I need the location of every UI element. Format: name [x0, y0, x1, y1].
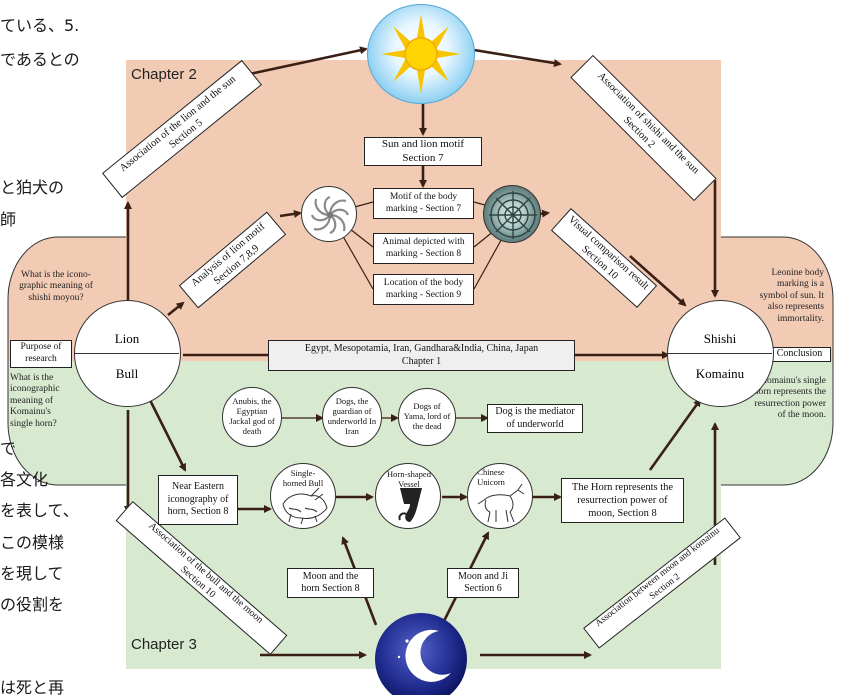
dogs-guardian-circle: Dogs, the guardian of underworld In Iran [322, 387, 382, 447]
near-eastern-line2: iconography of [167, 493, 229, 505]
moon-ji-box: Moon and Ji Section 6 [447, 568, 519, 598]
shishi-komainu-circle: Shishi Komainu [667, 300, 774, 407]
near-eastern-line1: Near Eastern [172, 481, 224, 493]
arrow-bull-near-eastern [148, 399, 187, 472]
horn-vessel-text: Horn-shaped Vessel [387, 469, 431, 489]
moon-horn-box: Moon and the horn Section 8 [287, 568, 374, 598]
horn-represents-line2: resurrection power of [577, 494, 668, 506]
center-bar: Egypt, Mesopotamia, Iran, Gandhara&India… [268, 340, 575, 371]
chinese-unicorn-circle: Chinese Unicorn [467, 463, 533, 529]
shishi-label: Shishi [703, 331, 737, 346]
swirl-motif-icon [310, 195, 350, 235]
sun-lion-motif-line2: Section 7 [402, 151, 444, 164]
arrow-visual-shishi [629, 255, 687, 307]
side-text-3: と狛犬の [0, 178, 65, 197]
motif-body-line1: Motif of the body [389, 191, 458, 202]
arrow-top-left [244, 46, 368, 77]
motif-body-line2: marking - Section 7 [385, 203, 462, 214]
bull-label: Bull [115, 366, 139, 381]
horn-represents-line3: moon, Section 8 [588, 508, 657, 520]
komainu-label: Komainu [695, 366, 745, 381]
lion-bull-circle: Lion Bull [74, 300, 181, 407]
anubis-circle: Anubis, the Egyptian Jackal god of death [222, 387, 282, 447]
rosette-motif-image [483, 185, 541, 243]
arrow-analysis-motif1 [279, 209, 302, 218]
swirl-motif-image [301, 186, 357, 242]
moon-horn-line2: horn Section 8 [301, 583, 360, 594]
anubis-text: Anubis, the Egyptian Jackal god of death [229, 396, 275, 436]
single-horned-bull-circle: Single-horned Bull [270, 463, 336, 529]
moon-icon [375, 613, 467, 700]
question-top: What is the icono-graphic meaning of shi… [19, 270, 93, 303]
location-body-box: Location of the body marking - Section 9 [373, 274, 474, 305]
location-body-line2: marking - Section 9 [385, 289, 462, 300]
moon-ji-line2: Section 6 [464, 583, 502, 594]
horn-vessel-icon [398, 488, 422, 522]
horn-represents-box: The Horn represents the resurrection pow… [561, 478, 684, 523]
conclusion-text: Conclusion [776, 348, 823, 360]
single-horned-bull-text: Single-horned Bull [282, 468, 324, 488]
right-oval-outline [721, 236, 834, 486]
chapter2-label: Chapter 2 [131, 66, 197, 83]
arrow-lion-analysis [167, 301, 185, 317]
purpose-label: Purpose of research [10, 340, 72, 368]
moon-horn-line1: Moon and the [302, 570, 359, 582]
center-bar-line2: Chapter 1 [401, 355, 442, 367]
side-text-4: 師 [0, 210, 17, 229]
near-eastern-box: Near Eastern iconography of horn, Sectio… [158, 475, 238, 525]
conclusion-label: Conclusion [768, 347, 831, 362]
bull-drawing-icon [282, 487, 328, 525]
left-oval-outline [7, 236, 126, 486]
moon-ji-line1: Moon and Ji [458, 570, 508, 582]
side-text-2: であるとの [0, 50, 80, 69]
side-text-11: は死と再 [0, 678, 65, 697]
side-text-5: で [0, 439, 17, 458]
answer-top: Leonine body marking is a symbol of sun.… [759, 268, 824, 324]
side-text-6: 各文化 [0, 470, 49, 489]
horn-vessel-circle: Horn-shaped Vessel [375, 463, 441, 529]
lion-label: Lion [114, 331, 140, 346]
arrow-top-right [467, 47, 562, 67]
side-text-10: の役割を [0, 595, 65, 614]
shishi-komainu-divider [668, 353, 772, 354]
dog-mediator-line1: Dog is the mediator [495, 406, 575, 417]
lion-bull-divider [75, 353, 179, 354]
animal-depicted-line1: Animal depicted with [382, 236, 465, 247]
side-text-9: を現して [0, 564, 64, 583]
sun-icon [381, 14, 461, 94]
motif-body-box: Motif of the body marking - Section 7 [373, 188, 474, 219]
animal-depicted-box: Animal depicted with marking - Section 8 [373, 233, 474, 264]
dog-mediator-box: Dog is the mediator of underworld [487, 404, 583, 433]
unicorn-drawing-icon [477, 483, 525, 523]
moon-image [369, 611, 473, 700]
answer-bottom: Komainu's single horn represents the res… [753, 376, 826, 421]
arrow-horn-komainu [648, 398, 702, 471]
sun-image [367, 4, 475, 104]
chapter3-label: Chapter 3 [131, 636, 197, 653]
dogs-guardian-text: Dogs, the guardian of underworld In Iran [327, 396, 377, 436]
location-body-line1: Location of the body [383, 277, 464, 288]
side-text-8: この模様 [0, 533, 65, 552]
question-bottom: What is the iconographic meaning of Koma… [10, 373, 60, 429]
chinese-unicorn-text: Chinese Unicorn [477, 467, 505, 487]
purpose-text: Purpose of research [20, 342, 62, 364]
rosette-motif-icon [489, 191, 537, 239]
side-text-1: ている、5. [0, 16, 80, 35]
horn-represents-line1: The Horn represents the [571, 481, 674, 493]
sun-lion-motif-box: Sun and lion motif Section 7 [364, 137, 482, 166]
near-eastern-line3: horn, Section 8 [167, 506, 229, 518]
center-bar-line1: Egypt, Mesopotamia, Iran, Gandhara&India… [304, 343, 539, 354]
dogs-yama-circle: Dogs of Yama, lord of the dead [398, 388, 456, 446]
dogs-yama-text: Dogs of Yama, lord of the dead [403, 401, 451, 431]
sun-lion-motif-line1: Sun and lion motif [381, 137, 465, 150]
side-text-7: を表して、 [0, 501, 79, 520]
animal-depicted-line2: marking - Section 8 [385, 248, 462, 259]
dog-mediator-line2: of underworld [506, 418, 564, 430]
